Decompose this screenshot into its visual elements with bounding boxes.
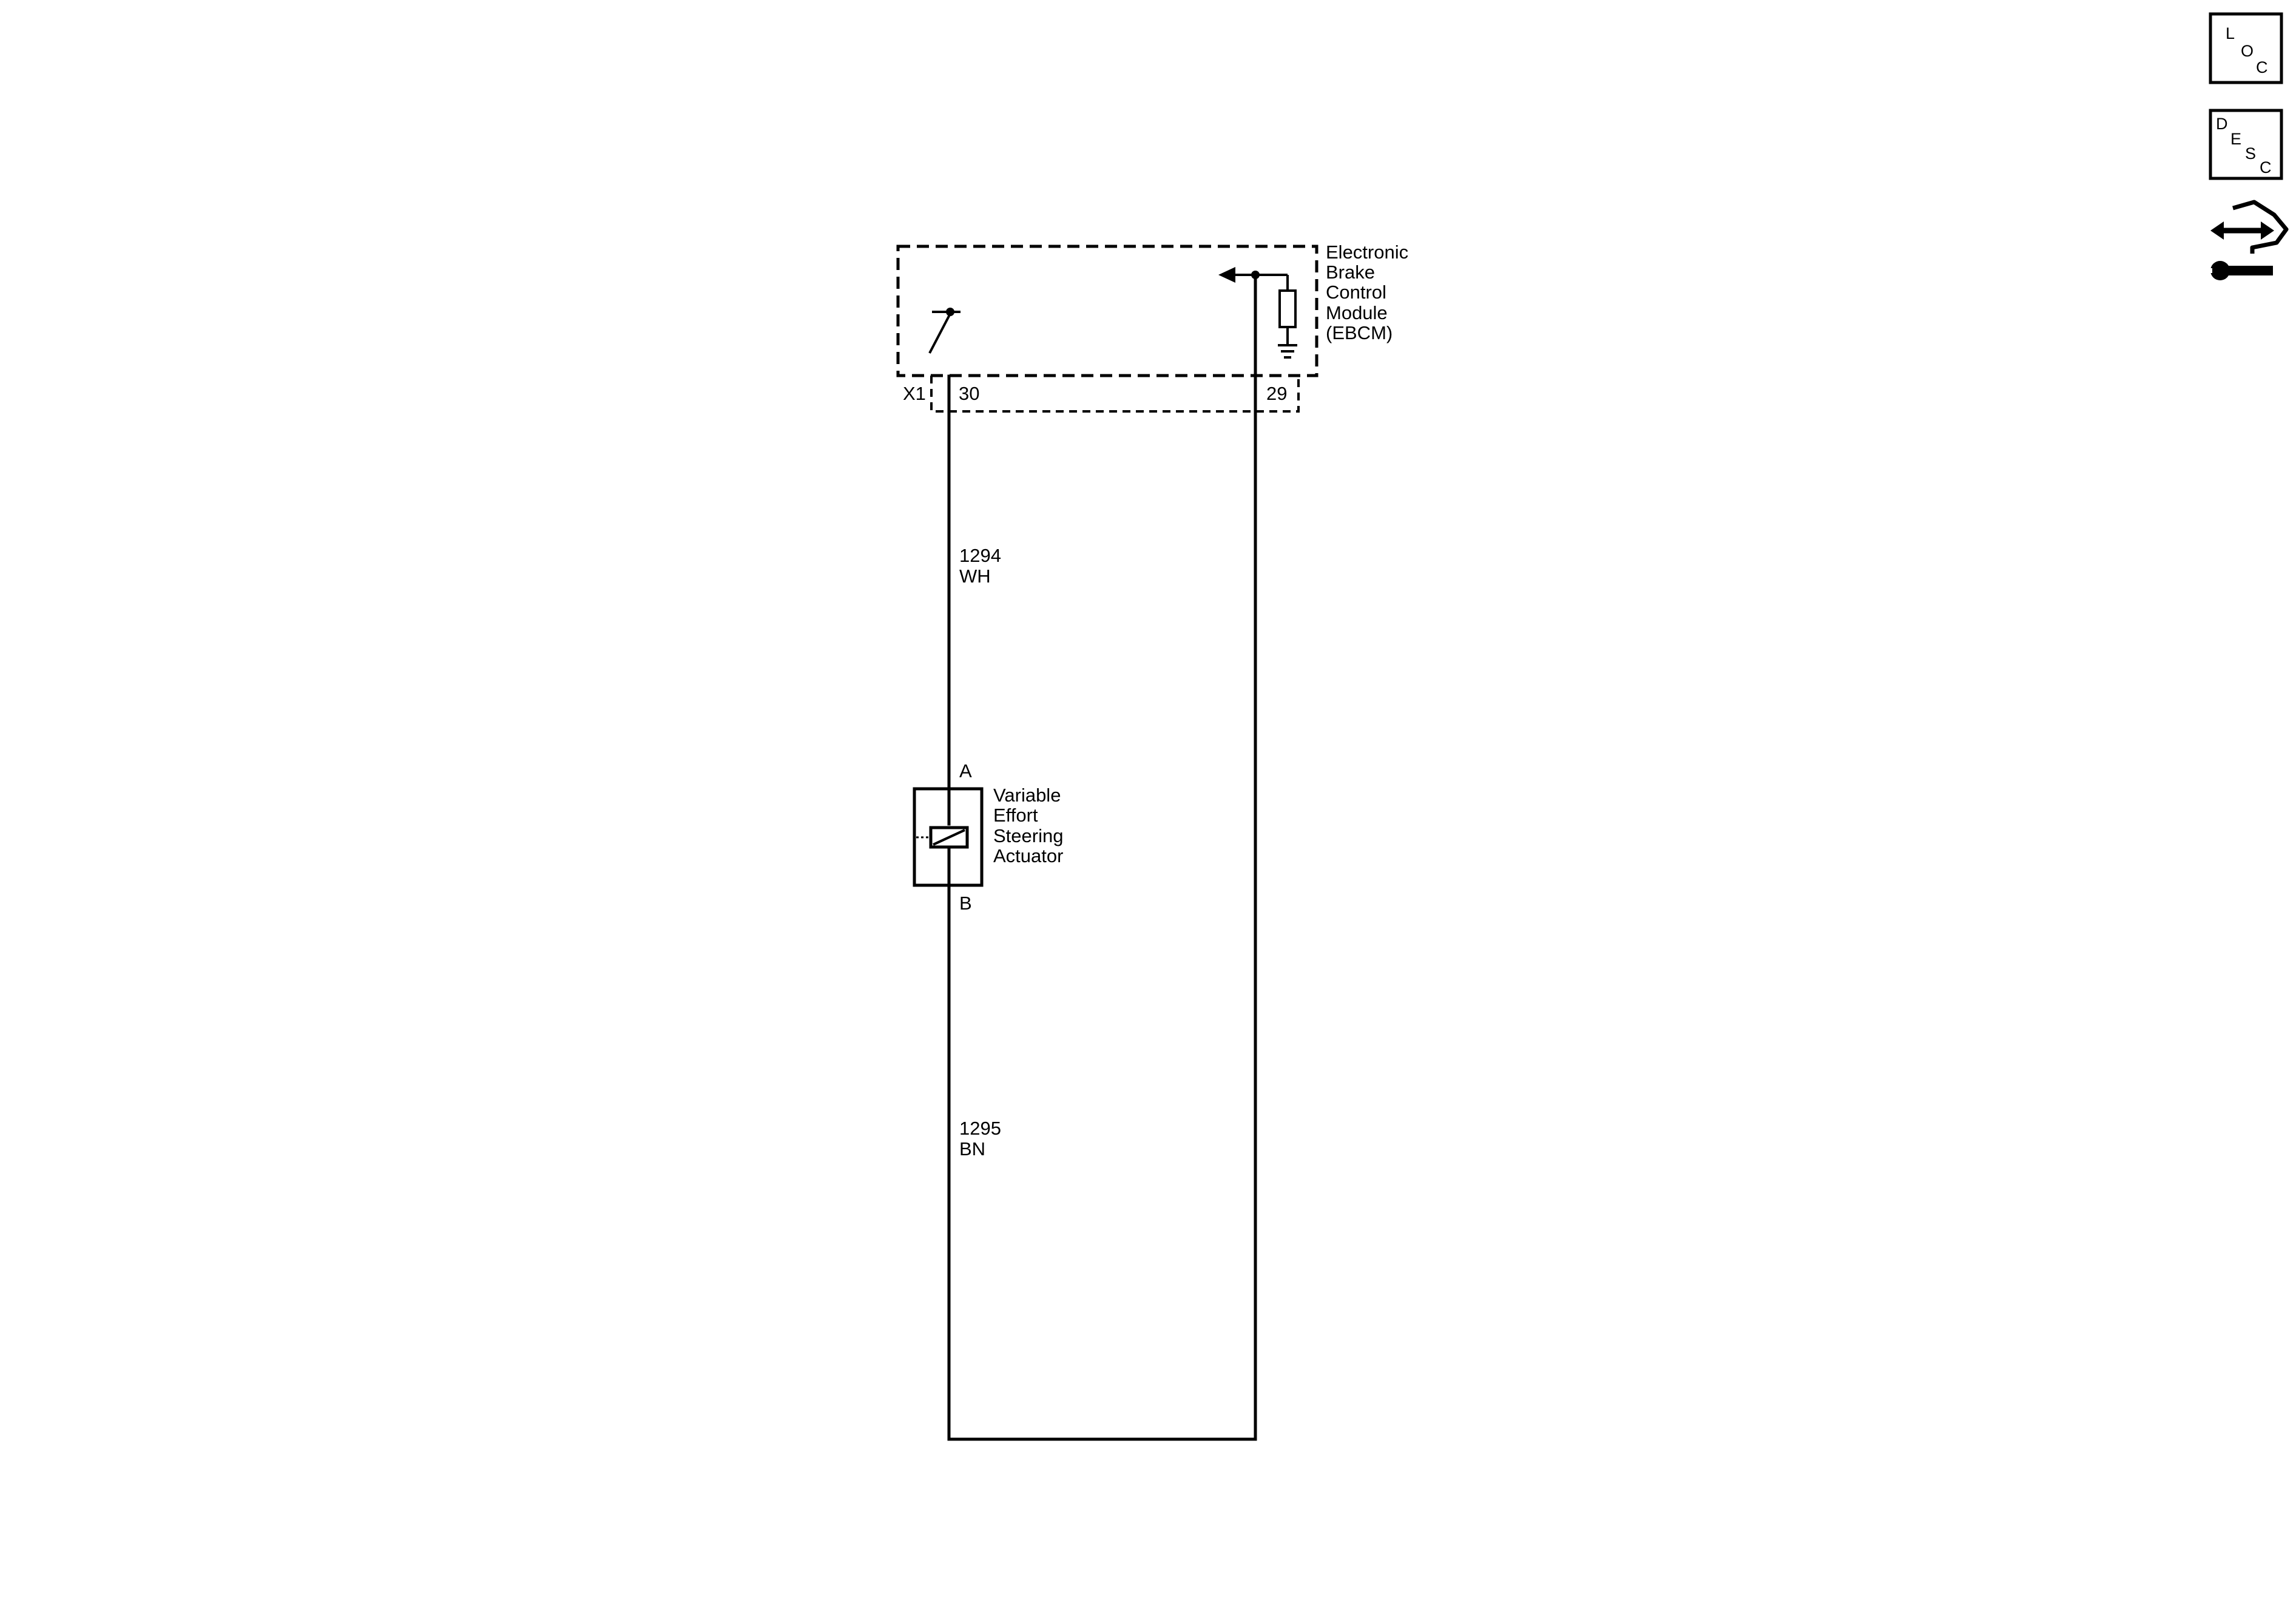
ebcm-label-line-2: Brake [1326, 262, 1375, 283]
ebcm-label-line-1: Electronic [1326, 241, 1408, 263]
desc-letter-s: S [2245, 144, 2256, 163]
ebcm-label-line-5: (EBCM) [1326, 322, 1393, 343]
wires [947, 273, 1257, 1441]
loc-letter-o: O [2241, 42, 2254, 60]
desc-button[interactable]: D E S C [2209, 109, 2283, 180]
loc-button[interactable]: L O C [2209, 12, 2283, 84]
connector-x1-boundary [930, 376, 1300, 413]
loc-letter-l: L [2226, 24, 2235, 42]
actuator-pin-a: A [959, 760, 972, 781]
connector-repair-icon[interactable] [2206, 200, 2289, 280]
wire-1294-circuit: 1294 [959, 545, 1001, 566]
ground-icon [1278, 344, 1297, 359]
loc-letter-c: C [2256, 58, 2268, 76]
steering-actuator: A B Variable Effort Steering Actuator [913, 760, 1063, 914]
wire-1295-color: BN [959, 1138, 985, 1160]
actuator-label-line-1: Variable [993, 785, 1061, 806]
ebcm-label-line-3: Control [1326, 282, 1386, 303]
connector-label: X1 [903, 383, 926, 404]
pin-29-label: 29 [1266, 383, 1287, 404]
actuator-pin-b: B [959, 893, 972, 914]
pin-30-label: 30 [959, 383, 979, 404]
desc-letter-c: C [2260, 158, 2272, 177]
wire-1294-color: WH [959, 565, 991, 587]
wire-1295-circuit: 1295 [959, 1118, 1001, 1139]
ebcm-label-line-4: Module [1326, 302, 1388, 323]
ebcm-module: Electronic Brake Control Module (EBCM) X… [896, 241, 1408, 413]
solenoid-icon [916, 826, 969, 849]
actuator-label-line-3: Steering [993, 825, 1063, 846]
ebcm-boundary [896, 245, 1319, 377]
desc-letter-e: E [2230, 130, 2241, 148]
switch-symbol [928, 308, 961, 354]
actuator-label-line-4: Actuator [993, 845, 1063, 866]
desc-letter-d: D [2216, 115, 2228, 133]
actuator-label-line-2: Effort [993, 805, 1038, 826]
